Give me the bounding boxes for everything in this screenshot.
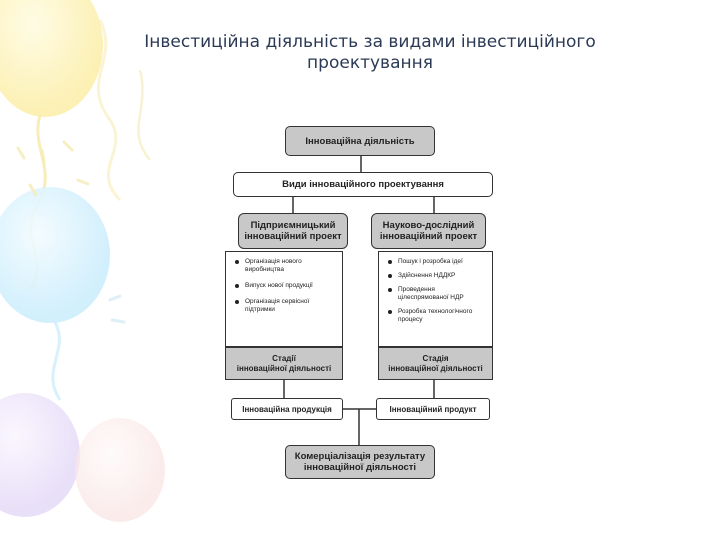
- innovation-activity-label: Інноваційна діяльність: [305, 135, 415, 147]
- stage-line1: Стадія: [422, 353, 449, 363]
- entrepreneurial-project-line2: інноваційний проект: [244, 231, 342, 242]
- entrepreneurial-stages-box: Стадії інноваційної діяльності: [225, 347, 343, 380]
- commercialization-line1: Комерціалізація результату: [294, 451, 426, 462]
- innovative-product-box: Інноваційний продукт: [376, 398, 490, 420]
- slide-title-line2: проектування: [307, 53, 433, 73]
- list-item: Розробка технологічного процесу: [388, 308, 486, 324]
- research-project-box: Науково-дослідний інноваційний проект: [371, 213, 486, 249]
- innovation-activity-box: Інноваційна діяльність: [285, 126, 435, 156]
- entrepreneurial-items-panel: Організація нового виробництва Випуск но…: [225, 251, 343, 347]
- commercialization-box: Комерціалізація результату інноваційної …: [285, 445, 435, 479]
- innovative-product-label: Інноваційний продукт: [389, 404, 477, 414]
- entrepreneurial-project-line1: Підприємницький: [250, 220, 336, 231]
- research-project-line2: інноваційний проект: [379, 231, 478, 242]
- list-item: Випуск нової продукції: [235, 282, 336, 290]
- stage-line2: інноваційної діяльності: [388, 363, 483, 373]
- list-item: Пошук і розробка ідеї: [388, 258, 486, 266]
- innovative-production-box: Інноваційна продукція: [231, 398, 343, 420]
- research-stage-box: Стадія інноваційної діяльності: [378, 347, 493, 380]
- stages-line2: інноваційної діяльності: [236, 363, 332, 373]
- commercialization-line2: інноваційної діяльності: [303, 462, 417, 473]
- list-item: Проведення цілеспрямованої НДР: [388, 286, 486, 302]
- stages-line1: Стадії: [272, 353, 296, 363]
- research-items-panel: Пошук і розробка ідеї Здійснення НДДКР П…: [378, 251, 493, 347]
- project-types-label: Види інноваційного проектування: [282, 179, 444, 190]
- slide-title-line1: Інвестиційна діяльність за видами інвест…: [144, 32, 596, 52]
- project-types-box: Види інноваційного проектування: [233, 172, 493, 197]
- list-item: Організація нового виробництва: [235, 258, 336, 274]
- list-item: Організація сервісної підтримки: [235, 298, 336, 314]
- slide-title: Інвестиційна діяльність за видами інвест…: [90, 32, 650, 74]
- list-item: Здійснення НДДКР: [388, 272, 486, 280]
- innovative-production-label: Інноваційна продукція: [242, 404, 332, 414]
- research-project-line1: Науково-дослідний: [382, 220, 475, 231]
- entrepreneurial-project-box: Підприємницький інноваційний проект: [238, 213, 348, 249]
